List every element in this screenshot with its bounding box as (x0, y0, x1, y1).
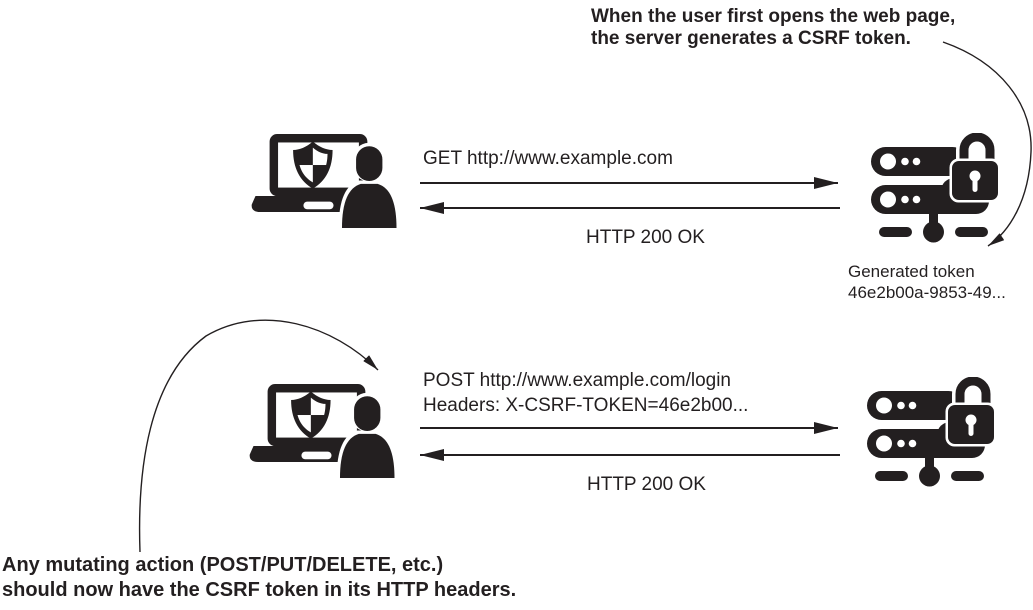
annotation-mutating-action-line2: should now have the CSRF token in its HT… (2, 579, 517, 601)
annotation-mutating-action: Any mutating action (POST/PUT/DELETE, et… (2, 553, 516, 603)
client-laptop-user-icon-top (250, 134, 402, 228)
generated-token-label: Generated token 46e2b00a-9853-49... (848, 262, 1006, 303)
server-padlock-icon-bottom (866, 377, 998, 489)
generated-token-title: Generated token (848, 262, 975, 281)
annotation-token-generation-line2: the server generates a CSRF token. (591, 28, 911, 49)
generated-token-value: 46e2b00a-9853-49... (848, 282, 1006, 302)
request-label-post: POST http://www.example.com/login Header… (423, 369, 748, 418)
response-label-bottom: HTTP 200 OK (587, 474, 706, 495)
request-label-post-line1: POST http://www.example.com/login (423, 370, 731, 391)
response-label-top: HTTP 200 OK (586, 227, 705, 248)
request-label-post-headers: Headers: X-CSRF-TOKEN=46e2b00... (423, 394, 749, 416)
server-padlock-icon-top (870, 133, 1002, 245)
annotation-token-generation: When the user first opens the web page, … (591, 6, 955, 50)
annotation-token-generation-line1: When the user first opens the web page, (591, 6, 956, 27)
client-laptop-user-icon-bottom (248, 384, 400, 478)
annotation-mutating-action-line1: Any mutating action (POST/PUT/DELETE, et… (2, 554, 444, 576)
request-label-get: GET http://www.example.com (423, 148, 673, 169)
